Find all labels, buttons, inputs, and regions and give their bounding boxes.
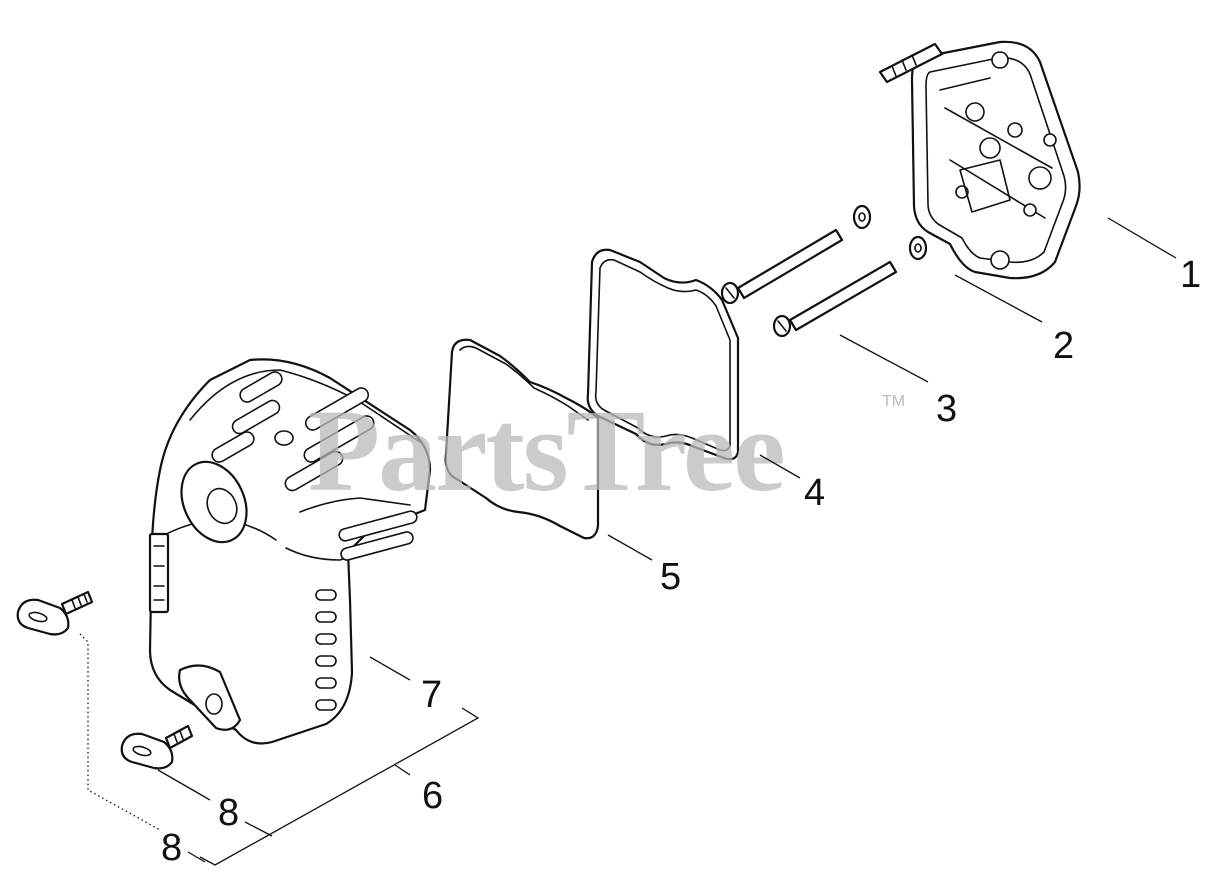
callout-7: 7 bbox=[421, 674, 442, 716]
part-2-washers bbox=[852, 204, 928, 261]
watermark-trademark: TM bbox=[882, 393, 905, 410]
callout-6: 6 bbox=[422, 775, 443, 817]
part-1-cover-plate bbox=[878, 40, 1081, 280]
part-8-knob-upper bbox=[16, 590, 94, 636]
watermark-text: PartsTree bbox=[308, 385, 784, 516]
part-5-filter-element bbox=[444, 338, 600, 540]
part-4-gasket bbox=[586, 248, 740, 461]
leader-lines bbox=[79, 217, 1177, 866]
callout-5: 5 bbox=[660, 556, 681, 598]
part-3-screws bbox=[720, 228, 898, 338]
callout-3: 3 bbox=[936, 388, 957, 430]
callout-8-upper: 8 bbox=[218, 792, 239, 834]
part-7-shroud bbox=[148, 358, 432, 745]
callout-2: 2 bbox=[1053, 325, 1074, 367]
callout-4: 4 bbox=[804, 472, 825, 514]
part-8-knob-lower bbox=[120, 724, 194, 770]
callout-1: 1 bbox=[1180, 254, 1201, 296]
callout-numbers: 1 2 3 4 5 6 7 8 8 bbox=[161, 254, 1201, 869]
callout-8-lower: 8 bbox=[161, 827, 182, 869]
